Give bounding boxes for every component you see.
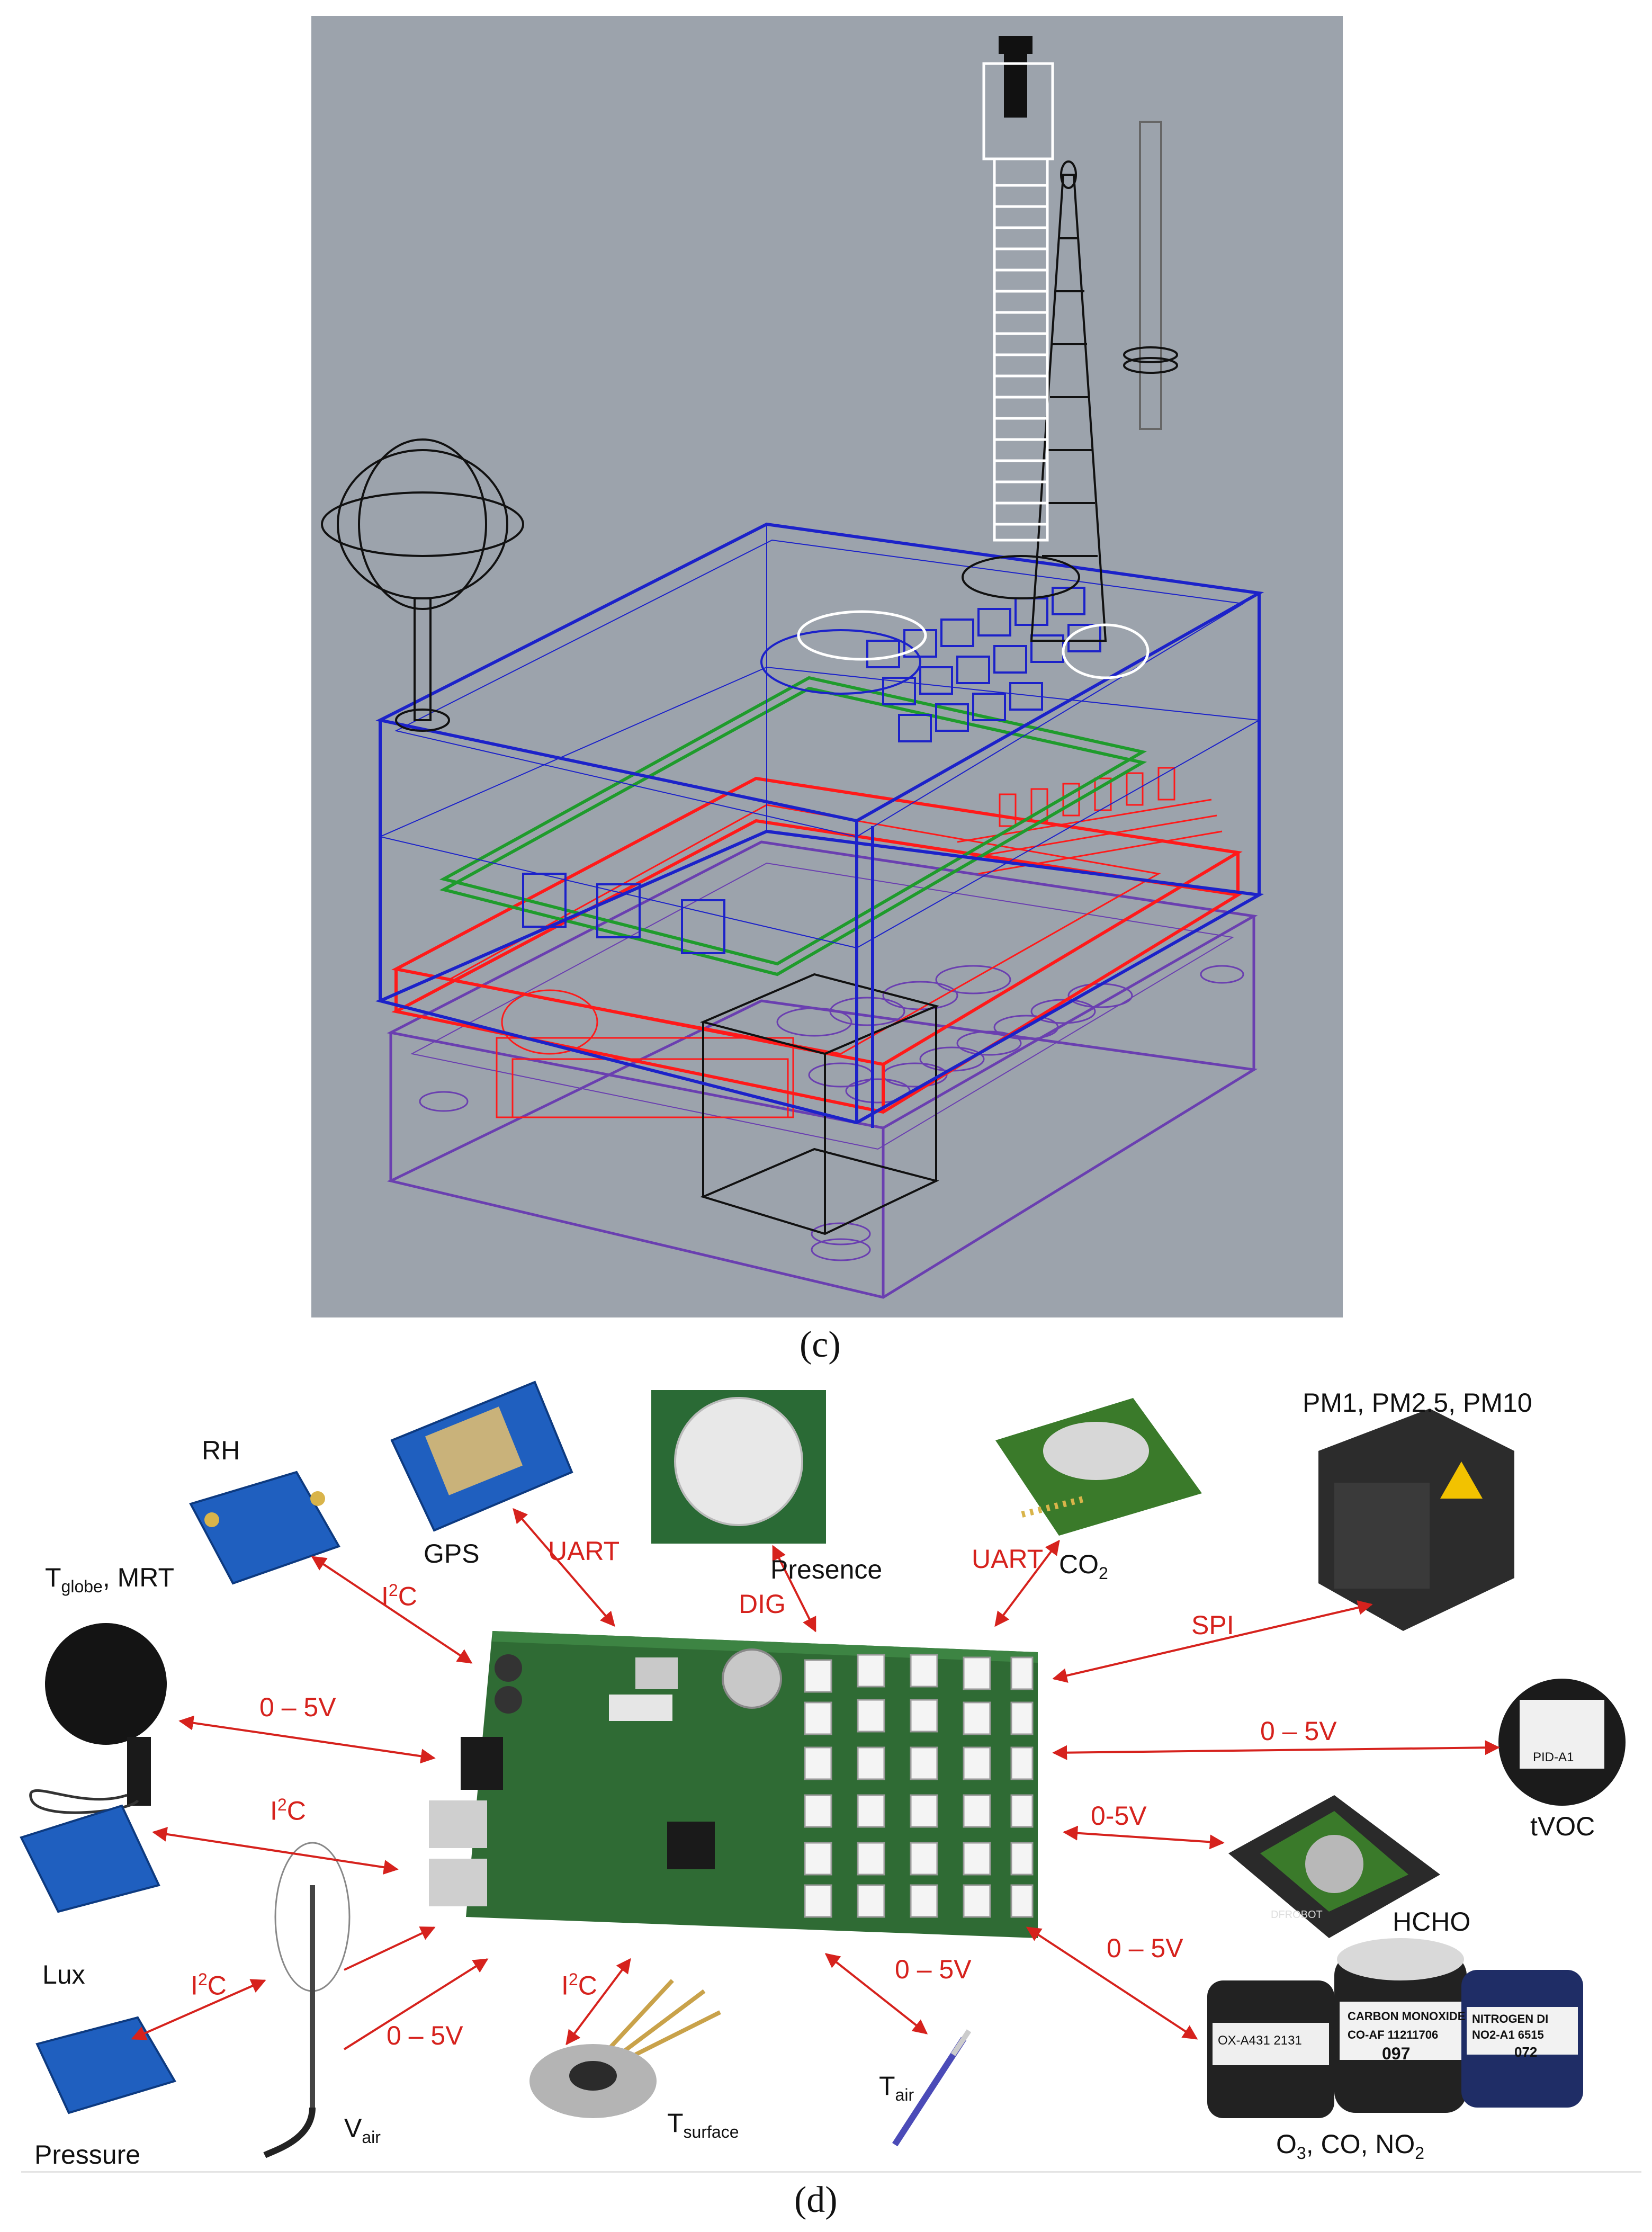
gas3-label-line2: NO2-A1 6515 <box>1472 2028 1544 2041</box>
i2c-rh-i: I <box>381 1581 389 1611</box>
base-enclosure <box>387 840 1258 1299</box>
tair-sensor-image <box>892 2029 972 2147</box>
iface-v-tair: 0 – 5V <box>895 1955 972 1984</box>
i2c-rh-sup: 2 <box>388 1581 398 1600</box>
co2-sensor-image <box>995 1398 1202 1536</box>
inner-black-box <box>699 973 940 1235</box>
gases-o3-subscript: 3 <box>1296 2144 1306 2163</box>
lux-sensor-image <box>20 1804 160 1913</box>
instrument-stacks <box>321 36 1178 732</box>
iface-v-vair: 0 – 5V <box>387 2021 463 2050</box>
tvoc-sensor-image <box>1498 1679 1626 1806</box>
caption-c: (c) <box>800 1324 841 1365</box>
i2c-tsurface-sup: 2 <box>568 1970 578 1989</box>
vair-sensor-image <box>263 1842 351 2158</box>
gas3-label-line1: NITROGEN DI <box>1472 2012 1549 2025</box>
main-controller-board <box>429 1631 1038 1938</box>
label-hcho: HCHO <box>1393 1907 1471 1937</box>
tsurface-sensor-image <box>529 1979 721 2118</box>
iface-v-tvoc: 0 – 5V <box>1260 1716 1337 1746</box>
iface-dig: DIG <box>739 1589 786 1619</box>
label-gps: GPS <box>424 1539 480 1568</box>
connection-arrows <box>131 1508 1500 2046</box>
hcho-sensor-image <box>1228 1795 1440 1938</box>
i2c-pressure-c: C <box>207 1970 227 2001</box>
gases-o: O <box>1276 2129 1297 2159</box>
blue-components <box>522 587 1101 954</box>
label-tvoc: tVOC <box>1530 1812 1595 1841</box>
iface-v-globe: 0 – 5V <box>259 1692 336 1722</box>
i2c-rh-c: C <box>398 1581 417 1611</box>
iface-v-gases: 0 – 5V <box>1107 1933 1183 1963</box>
label-pressure: Pressure <box>34 2140 141 2170</box>
pcb-layer <box>439 676 1147 976</box>
i2c-tsurface-i: I <box>561 1970 569 2001</box>
i2c-tsurface-c: C <box>578 1970 597 2001</box>
i2c-pressure-i: I <box>191 1970 198 2001</box>
presence-sensor-image <box>651 1390 826 1544</box>
pid-label: PID-A1 <box>1533 1750 1574 1764</box>
pressure-sensor-image <box>35 2016 177 2114</box>
hcho-brand-label: DFROBOT <box>1271 1909 1323 1921</box>
label-presence: Presence <box>770 1555 883 1584</box>
tsurface-t: T <box>667 2108 684 2138</box>
tglobe-subscript: globe <box>61 1577 103 1596</box>
gas1-label: OX-A431 2131 <box>1218 2033 1302 2048</box>
vair-subscript: air <box>362 2128 381 2147</box>
wireframe-drawing <box>321 36 1264 1299</box>
enclosure-wireframe-render <box>311 16 1343 1317</box>
i2c-lux-sup: 2 <box>277 1795 287 1814</box>
gas-sensors-image <box>1207 1938 1583 2118</box>
label-tsurface: Tsurface <box>667 2108 739 2142</box>
label-rh: RH <box>202 1436 240 1465</box>
vair-v: V <box>344 2113 362 2143</box>
gases-co: , CO, NO <box>1306 2129 1415 2159</box>
gases-no2-subscript: 2 <box>1415 2144 1425 2163</box>
gas3-label-line3: 072 <box>1514 2044 1538 2060</box>
gas2-label-line1: CARBON MONOXIDE <box>1348 2010 1466 2023</box>
top-enclosure <box>375 522 1264 1128</box>
iface-i2c-tsurface: I2C <box>561 1970 597 2001</box>
label-co2: CO2 <box>1059 1549 1108 1583</box>
iface-uart-co2: UART <box>972 1544 1044 1574</box>
iface-i2c-rh: I2C <box>381 1581 417 1612</box>
tglobe-sensor-image <box>29 1623 167 1814</box>
iface-v-hcho: 0-5V <box>1091 1801 1147 1831</box>
iface-spi: SPI <box>1191 1610 1234 1640</box>
input-arrows <box>343 1926 489 2050</box>
i2c-lux-c: C <box>286 1796 306 1826</box>
label-pm: PM1, PM2.5, PM10 <box>1303 1388 1532 1418</box>
tglobe-rest: , MRT <box>102 1563 175 1592</box>
label-tglobe: Tglobe, MRT <box>45 1562 174 1597</box>
co2-text: CO <box>1059 1549 1099 1579</box>
board-connectors <box>804 1654 1034 1918</box>
iface-i2c-lux: I2C <box>270 1795 306 1826</box>
caption-divider <box>21 2171 1641 2173</box>
tsurface-subscript: surface <box>683 2122 739 2141</box>
co2-subscript: 2 <box>1099 1564 1108 1583</box>
i2c-lux-i: I <box>270 1796 277 1826</box>
label-gases: O3, CO, NO2 <box>1276 2129 1424 2163</box>
tair-subscript: air <box>895 2085 914 2104</box>
pm-sensor-image <box>1318 1409 1514 1631</box>
gas2-label-line3: 097 <box>1382 2044 1411 2063</box>
gps-sensor-image <box>390 1381 573 1532</box>
base-cylinders <box>419 965 1244 1261</box>
i2c-pressure-sup: 2 <box>197 1970 208 1989</box>
label-lux: Lux <box>42 1960 85 1989</box>
rh-sensor-image <box>189 1471 340 1585</box>
tglobe-t: T <box>45 1563 61 1592</box>
gas2-label-line2: CO-AF 11211706 <box>1348 2028 1439 2041</box>
label-vair: Vair <box>344 2113 381 2147</box>
label-tair: Tair <box>879 2070 914 2105</box>
iface-uart-gps: UART <box>548 1536 620 1566</box>
white-spiral-column <box>797 62 1150 679</box>
tair-t: T <box>879 2071 895 2101</box>
caption-d: (d) <box>794 2180 838 2220</box>
iface-i2c-pressure: I2C <box>191 1970 227 2001</box>
